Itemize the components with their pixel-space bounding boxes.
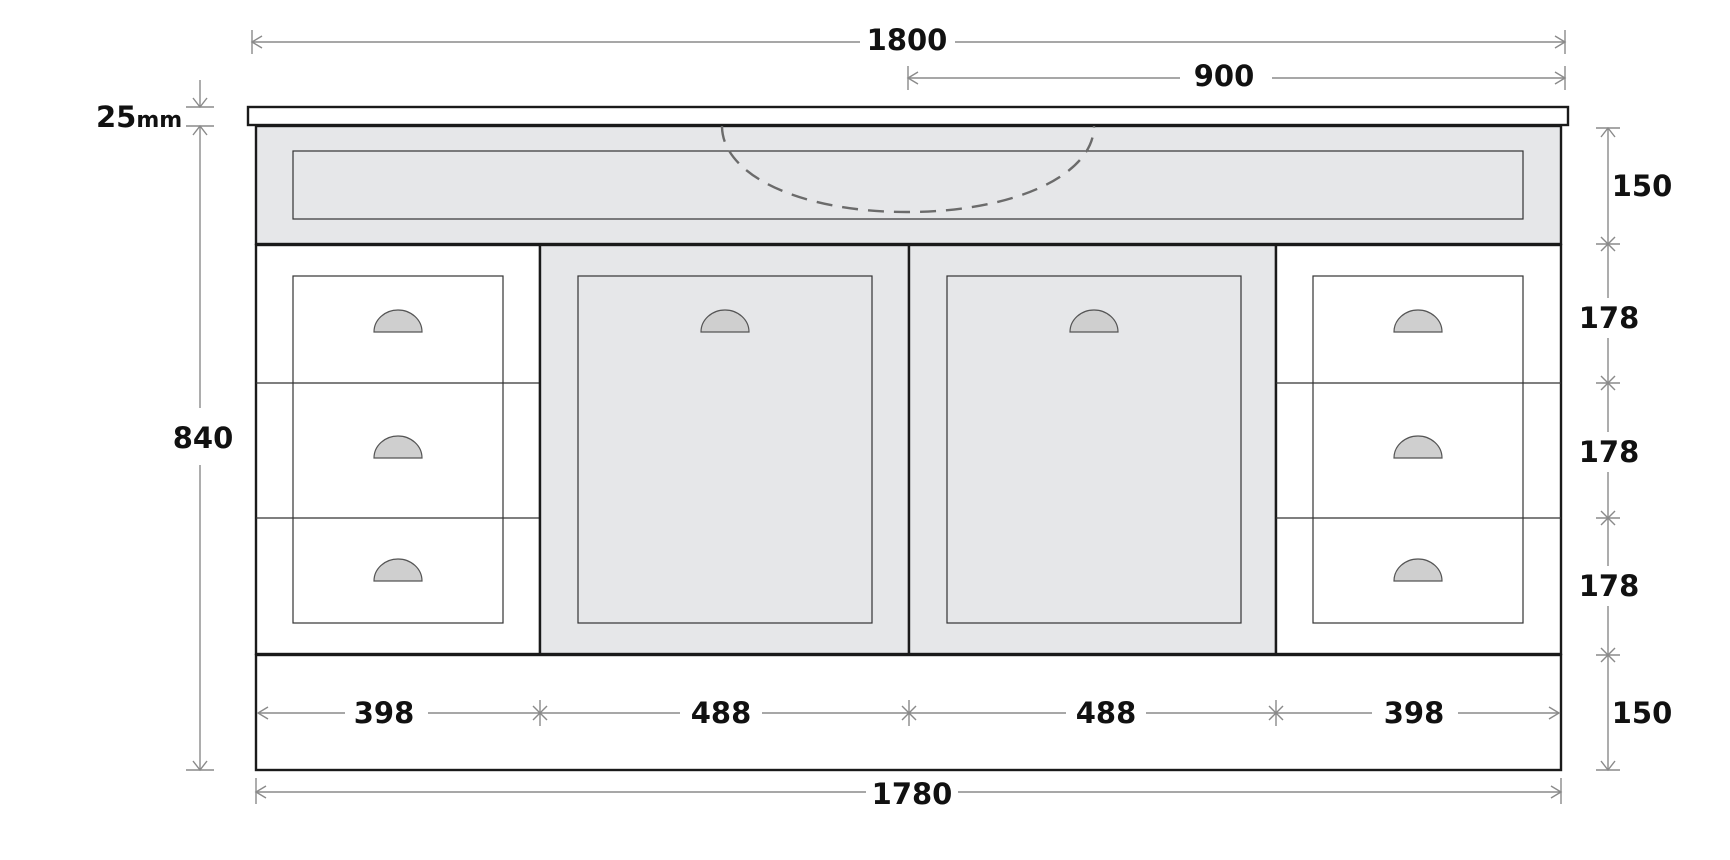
left-drawer-inset	[292, 275, 504, 624]
left-door	[538, 243, 911, 656]
label-half-width: 900	[1194, 59, 1255, 93]
cup-handle-icon	[373, 309, 423, 333]
label-drawer-height-2: 178	[1579, 435, 1640, 469]
cup-handle-icon	[700, 309, 750, 333]
label-kick-height: 150	[1612, 696, 1673, 730]
label-right-door-width: 488	[1076, 696, 1137, 730]
dim-cabinet-width: 1780	[254, 777, 1563, 811]
dim-overall-height: 840	[173, 124, 234, 772]
dim-right-heights: 150 178 178 178 150	[1579, 126, 1673, 772]
right-drawer-inset	[1312, 275, 1524, 624]
dim-top-thickness: 25mm	[96, 80, 214, 134]
left-door-inset	[577, 275, 873, 624]
bench-top	[246, 105, 1570, 127]
cup-handle-icon	[1393, 435, 1443, 459]
right-drawer-stack	[1274, 243, 1563, 656]
label-left-drawer-width: 398	[354, 696, 415, 730]
basin-panel-inset	[292, 150, 1524, 220]
cup-handle-icon	[373, 558, 423, 582]
right-door-inset	[946, 275, 1242, 624]
basin-outline	[720, 125, 1096, 214]
cup-handle-icon	[1393, 309, 1443, 333]
dim-overall-top-width: 1800	[250, 23, 1567, 57]
cup-handle-icon	[1069, 309, 1119, 333]
right-door	[907, 243, 1278, 656]
cup-handle-icon	[1393, 558, 1443, 582]
left-drawer-stack	[254, 243, 542, 656]
dim-bottom-segments: 398 488 488 398	[256, 696, 1561, 730]
basin-panel	[254, 124, 1563, 246]
label-right-drawer-width: 398	[1384, 696, 1445, 730]
label-drawer-height-3: 178	[1579, 569, 1640, 603]
label-cabinet-width: 1780	[872, 777, 953, 811]
dim-half-width: 900	[906, 59, 1567, 93]
label-overall-height: 840	[173, 421, 234, 455]
label-top-thickness: 25mm	[96, 100, 182, 134]
label-overall-top-width: 1800	[867, 23, 948, 57]
label-basin-panel-height: 150	[1612, 169, 1673, 203]
cup-handle-icon	[373, 435, 423, 459]
label-left-door-width: 488	[691, 696, 752, 730]
label-drawer-height-1: 178	[1579, 301, 1640, 335]
